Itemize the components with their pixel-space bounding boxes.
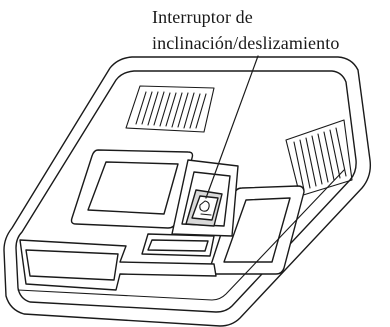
console-inner-rim	[15, 70, 357, 313]
callout-line-2: inclinación/deslizamiento	[152, 33, 340, 53]
callout-label: Interruptor de inclinación/deslizamiento	[152, 4, 388, 56]
front-edge-lip	[17, 169, 345, 301]
lower-button-row[interactable]	[141, 233, 215, 257]
callout-leader-line	[205, 55, 259, 199]
left-map-lamp[interactable]	[70, 149, 194, 229]
right-vent-grille	[285, 119, 353, 197]
front-bezel-strip	[19, 239, 217, 291]
callout-line-1: Interruptor de	[152, 7, 253, 27]
tilt-slide-switch[interactable]	[185, 189, 223, 227]
left-vent-grille	[125, 85, 215, 133]
